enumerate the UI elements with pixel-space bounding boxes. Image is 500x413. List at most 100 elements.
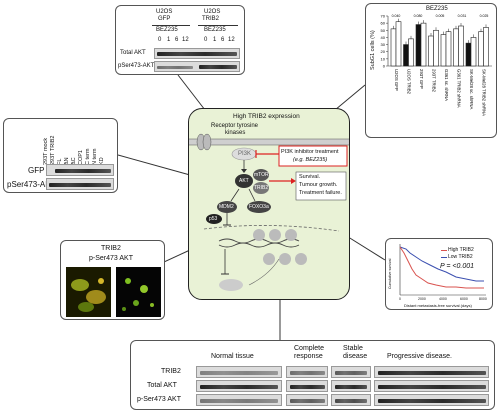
survival-xtick-2: 4000 — [439, 297, 447, 301]
survival-xtick-1: 2000 — [418, 297, 426, 301]
top-blot-panel: U2OS GFP U2OS TRIB2 BEZ235 BEZ235 0 1 6 … — [115, 5, 245, 75]
mdm2-label: MDM2 — [219, 204, 234, 210]
lane-1: 293T TRIB2 — [50, 135, 56, 165]
group-complete-1: Complete — [294, 345, 324, 352]
bar-category-label: 293T TRIB2 — [432, 69, 437, 93]
lane-6: C term — [85, 148, 91, 166]
survival-xlabel: Distant metastasis-free survival (days) — [404, 303, 472, 308]
bottom-strip-progressive-3 — [374, 394, 489, 406]
bar-y-tick-label: 50 — [381, 28, 386, 33]
bar-bez-3 — [433, 29, 439, 67]
bar-y-tick-label: 0 — [383, 64, 386, 69]
bottom-strip-progressive-1 — [374, 366, 489, 378]
tp-5: 1 — [213, 37, 217, 43]
bar-bez-4 — [445, 31, 452, 67]
bar-2 — [415, 24, 422, 67]
foxo3a-label: FOXO3a — [249, 204, 269, 210]
bar-bez-6 — [470, 37, 477, 67]
bottom-strip-normal-3 — [196, 394, 282, 406]
group-progressive: Progressive disease. — [387, 353, 452, 360]
outcome-line3: Treatment failure. — [299, 190, 342, 196]
bar-bez-0 — [395, 21, 402, 67]
bar-7 — [478, 31, 484, 67]
bottom-strip-complete-2 — [286, 380, 328, 392]
tp-0: 0 — [158, 37, 162, 43]
bottom-strip-stable-2 — [331, 380, 371, 392]
tp-1: 1 — [167, 37, 171, 43]
bar-category-label: G361 sc. shRNA — [444, 69, 449, 101]
bottom-blot-panel: Normal tissue Complete response Stable d… — [130, 340, 495, 410]
bar-bez-7 — [483, 27, 489, 67]
top-blot-col1-line2: GFP — [158, 16, 171, 22]
survival-curve-low — [399, 246, 484, 282]
bar-category-label: SK-Mel28 TRIB2 shRNA — [482, 69, 487, 116]
bar-4 — [440, 34, 447, 67]
bar-category-label: U2OS TRIB2 — [407, 69, 412, 95]
receptor-label-2: kinases — [225, 130, 246, 136]
bar-category-label: SK-Mel28 sc. shRNA — [469, 69, 474, 109]
bottom-strip-stable-3 — [331, 394, 371, 406]
top-blot-col2-line2: TRIB2 — [202, 16, 220, 22]
survival-pvalue: P = <0.001 — [440, 263, 474, 270]
group-stable-1: Stable — [343, 345, 363, 352]
bar-category-label: G361 TRIB2 shRNA — [457, 69, 462, 108]
tp-4: 0 — [204, 37, 208, 43]
bottom-row-total-akt: Total AKT — [147, 382, 177, 389]
immunofluorescence-panel: TRIB2 p-Ser473 AKT — [60, 240, 165, 320]
bar-pvalue: 0.031 — [458, 14, 467, 18]
if-image-left — [66, 267, 111, 317]
bottom-row-trib2: TRIB2 — [161, 368, 181, 375]
bar-pvalue: 0.005 — [436, 14, 445, 18]
bar-y-tick-label: 10 — [381, 56, 386, 61]
survival-curve — [399, 244, 486, 296]
survival-panel: High TRIB2 Low TRIB2 P = <0.001 Cumulati… — [385, 238, 493, 310]
bar-category-label: 293T GFP — [419, 69, 424, 89]
bottom-strip-complete-3 — [286, 394, 328, 406]
left-blot-strip-2 — [46, 178, 114, 190]
inhibitor-line1: PI3K inhibitor treatment — [281, 149, 339, 155]
group-complete-2: response — [294, 353, 323, 360]
bar-y-tick-label: 20 — [381, 49, 386, 54]
top-blot-col1-line1: U2OS — [156, 9, 173, 15]
survival-xtick-0: 0 — [399, 297, 401, 301]
lane-0: 293T mock — [43, 137, 49, 165]
bar-y-tick-label: 60 — [381, 21, 386, 26]
legend-high: High TRIB2 — [448, 247, 474, 253]
inhibitor-line2: (e.g. BEZ235) — [293, 157, 328, 163]
if-subtitle: p-Ser473 AKT — [89, 255, 133, 262]
survival-xtick-4: 8000 — [479, 297, 487, 301]
p53-label: p53 — [209, 216, 218, 222]
survival-curve-high — [399, 246, 484, 289]
survival-xtick-3: 6000 — [460, 297, 468, 301]
top-blot-treatment-2: BEZ235 — [204, 27, 226, 33]
bottom-strip-progressive-2 — [374, 380, 489, 392]
tp-2: 6 — [175, 37, 179, 43]
top-blot-strip-2 — [154, 61, 240, 72]
bar-pvalue: 0.080 — [414, 14, 423, 18]
top-blot-strip-1 — [154, 48, 240, 59]
top-blot-col2-line1: U2OS — [204, 9, 221, 15]
bar-1 — [403, 44, 409, 67]
bar-pvalue: 0.040 — [392, 14, 401, 18]
bar-y-tick-label: 70 — [381, 14, 386, 19]
if-title: TRIB2 — [101, 245, 121, 252]
bar-bez-1 — [408, 38, 414, 67]
group-normal: Normal tissue — [211, 353, 254, 360]
bar-chart-legend: BEZ235 — [426, 6, 448, 12]
bar-y-tick-label: 40 — [381, 35, 386, 40]
left-blot-panel: 293T mock 293T TRIB2 FL ΔN ΔC COP1 C ter… — [3, 118, 118, 193]
tp-6: 6 — [221, 37, 225, 43]
pathway-svg — [189, 133, 349, 291]
bar-6 — [465, 42, 472, 67]
legend-low: Low TRIB2 — [448, 254, 473, 260]
survival-ylabel: Cumulative survival — [388, 258, 392, 289]
tp-7: 12 — [228, 37, 235, 43]
bottom-strip-normal-2 — [196, 380, 282, 392]
left-blot-row-gfp: GFP — [28, 166, 45, 175]
left-blot-strip-1 — [46, 164, 114, 176]
left-blot-row-pser473: pSer473-AKT — [7, 180, 56, 189]
if-image-right — [116, 267, 161, 317]
bar-5 — [453, 28, 459, 67]
